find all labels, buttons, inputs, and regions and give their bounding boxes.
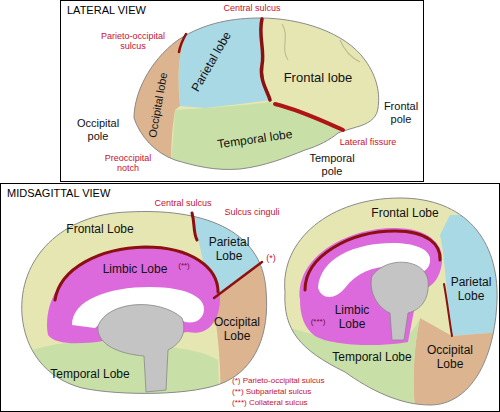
brainstem (371, 262, 428, 340)
brain-outline (285, 198, 497, 405)
lobe-label: Frontal Lobe (66, 223, 133, 237)
lobe-label: Parietal Lobe (445, 276, 497, 304)
parieto-occipital-line (179, 34, 186, 52)
footnote-text: (*) Parieto-occipital sulcus (232, 376, 324, 385)
lobe-label: Limbic Lobe (103, 263, 168, 277)
pole-label: Occipital pole (70, 117, 126, 142)
cingulate-sulcus-line (305, 231, 440, 290)
lobe-label: Temporal Lobe (50, 368, 129, 382)
temporal-region (170, 102, 345, 182)
lateral-fissure-line (275, 104, 343, 130)
pole-label: Frontal pole (381, 100, 421, 125)
lobe-label: Temporal Lobe (332, 351, 411, 365)
parieto-occipital-line (444, 284, 452, 336)
gyrus-line (282, 24, 288, 60)
footnote-text: (***) Collateral sulcus (232, 398, 308, 407)
panel-heading: MIDSAGITTAL VIEW (1, 184, 499, 202)
parietal-region (440, 215, 500, 336)
lobe-label: Parietal Lobe (203, 236, 255, 264)
footnote-text: (**) Subparietal sulcus (232, 387, 311, 396)
limbic-region (300, 228, 443, 345)
lobe-label: Occipital Lobe (209, 316, 265, 344)
brain-outline (22, 212, 267, 394)
lobe-label: Occipital Lobe (421, 344, 479, 372)
sulcus-label: Lateral fissure (340, 137, 397, 147)
cingulate-sulcus-line (55, 247, 218, 300)
sulcus-label: Central sulcus (223, 3, 280, 13)
pole-label: Temporal pole (306, 152, 358, 177)
footnote-marker: (**) (178, 261, 190, 270)
lobe-label: Frontal Lobe (371, 207, 438, 221)
central-sulcus-line (192, 213, 197, 240)
lobe-label: Frontal lobe (284, 71, 353, 86)
central-sulcus-line (261, 19, 270, 100)
sulcus-label: Sulcus cinguli (224, 207, 279, 217)
temporal-region (10, 342, 220, 410)
sulcus-label: Central sulcus (154, 198, 211, 208)
footnote-marker: (***) (311, 317, 326, 326)
lobe-label: Limbic Lobe (330, 304, 374, 332)
sulcus-label: Parieto-occipital sulcus (94, 31, 172, 52)
parieto-occipital-line (214, 262, 262, 298)
occipital-region (414, 318, 500, 410)
parietal-region (178, 0, 270, 108)
footnote-marker: (*) (266, 253, 276, 263)
sulcus-label: Preoccipital notch (97, 153, 159, 174)
